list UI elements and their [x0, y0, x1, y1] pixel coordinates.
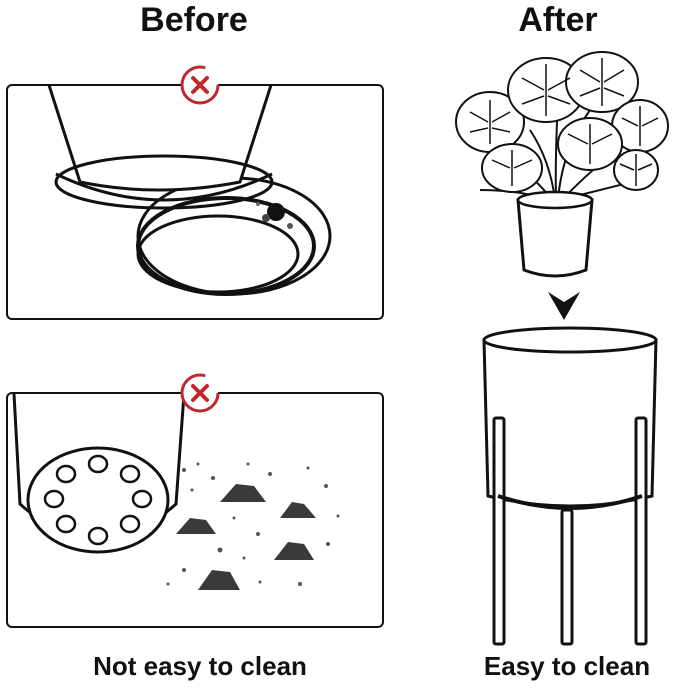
water-stain	[267, 203, 285, 221]
arrow-down-icon	[548, 292, 580, 320]
leaf-veins	[469, 58, 659, 186]
dirt-specks	[166, 462, 340, 586]
water-stain	[287, 223, 293, 229]
plant-pot	[516, 198, 594, 278]
stand-pot	[482, 338, 658, 508]
saucer-outline	[136, 176, 332, 296]
saucer-illustration	[47, 86, 332, 296]
x-circle-icon	[178, 371, 222, 415]
not-easy-to-clean-caption: Not easy to clean	[93, 651, 307, 681]
monstera-leaves	[455, 51, 669, 193]
dirt-piles	[176, 484, 316, 590]
stand-legs	[492, 416, 648, 646]
saucer-illustration-panel	[6, 84, 384, 320]
saucer-rim	[54, 154, 274, 210]
easy-to-clean-caption: Easy to clean	[483, 651, 651, 681]
monstera-plant-illustration	[440, 40, 670, 330]
saucer-outline	[136, 196, 316, 296]
plant-stand-illustration	[470, 320, 670, 650]
drainage-dirt-panel	[6, 392, 384, 628]
x-circle-icon	[178, 63, 222, 107]
before-heading: Before	[140, 1, 248, 39]
saucer-outline	[136, 214, 300, 294]
water-stain	[262, 214, 270, 222]
after-heading: After	[518, 1, 598, 39]
drainage-illustration	[12, 394, 340, 590]
drainage-holes	[43, 454, 153, 546]
pot-body	[47, 86, 273, 192]
stand-ring	[497, 494, 643, 510]
water-stain	[256, 202, 260, 206]
